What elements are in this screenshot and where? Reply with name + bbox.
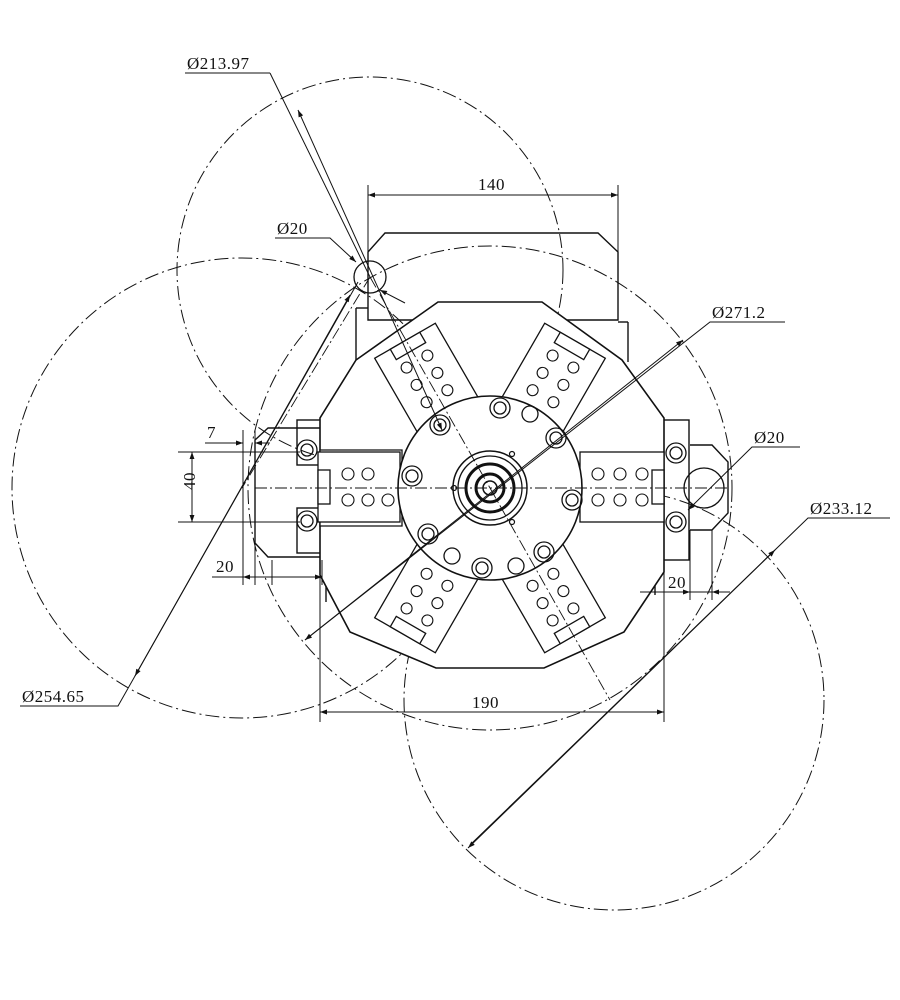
dim-diameter-271-2: Ø271.2 — [712, 303, 766, 322]
dim-diameter-233-12: Ø233.12 — [810, 499, 873, 518]
dimension-lines — [20, 72, 890, 849]
left-bracket — [254, 419, 327, 602]
dim-20-left: 20 — [216, 557, 234, 576]
dim-20-right: 20 — [668, 573, 686, 592]
dim-40: 40 — [180, 472, 199, 490]
dim-7: 7 — [207, 423, 216, 442]
dim-diameter-254-65: Ø254.65 — [22, 687, 85, 706]
dim-width-190: 190 — [472, 693, 499, 712]
dim-diameter-20-right: Ø20 — [754, 428, 785, 447]
dim-diameter-213-97: Ø213.97 — [187, 54, 250, 73]
dim-diameter-20-top: Ø20 — [277, 219, 308, 238]
left-tool-arm — [317, 451, 401, 523]
dim-width-140: 140 — [478, 175, 505, 194]
circle-213-97 — [176, 76, 564, 464]
right-bracket — [654, 419, 729, 595]
right-tool-arm — [579, 451, 665, 523]
